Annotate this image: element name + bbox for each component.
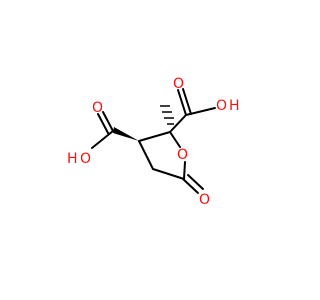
bond-c2-c3: [138, 131, 171, 142]
molecule-diagram: O O O O H O O H: [67, 76, 240, 208]
atom-o-keto: O: [199, 192, 210, 208]
atom-h-top: H: [229, 98, 240, 114]
atom-h-left: H: [67, 151, 78, 167]
bond-cacidleft-ooh: [91, 130, 114, 149]
bond-c5-o1: [183, 161, 186, 180]
stereo-hash-methyl: [160, 105, 174, 125]
bond-c4-c5: [152, 168, 185, 180]
atom-o-top-oh: O: [216, 98, 227, 114]
atom-o-left-dbl: O: [92, 100, 103, 116]
bond-cacidtop-odbl-a: [177, 89, 187, 116]
bond-cacidtop-odbl-b: [182, 88, 192, 115]
bond-c5-oketo-b: [187, 174, 204, 190]
bond-c5-oketo-a: [182, 178, 199, 194]
bond-cacidleft-odbl-b: [97, 113, 109, 134]
bond-o1-c2: [169, 131, 181, 148]
bond-c3-c4: [138, 140, 154, 170]
bond-cacidleft-odbl-a: [102, 111, 114, 132]
bond-c2-cacidtop: [169, 114, 187, 133]
bond-cacidtop-ooh: [185, 107, 216, 116]
atom-o-top-dbl: O: [173, 76, 184, 92]
stereo-wedge-left-acid: [113, 127, 139, 141]
atom-o-ring: O: [177, 147, 188, 163]
atom-o-left-oh: O: [80, 151, 91, 167]
